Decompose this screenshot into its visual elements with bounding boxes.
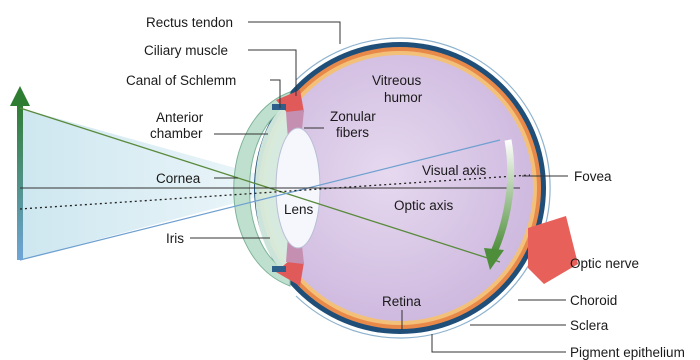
label-sclera: Sclera xyxy=(570,318,609,333)
label-optic-axis: Optic axis xyxy=(394,198,454,213)
label-lens: Lens xyxy=(284,202,314,217)
label-retina: Retina xyxy=(382,294,422,309)
label-fovea: Fovea xyxy=(574,169,612,184)
label-pigment-epithelium: Pigment epithelium xyxy=(570,345,685,360)
label-zonular: Zonular xyxy=(330,109,376,124)
label-vitreous: Vitreous xyxy=(372,73,422,88)
leader-pigment xyxy=(432,334,566,352)
label-canal-of-schlemm: Canal of Schlemm xyxy=(126,73,236,88)
label-fibers: fibers xyxy=(336,125,369,140)
leader-rectus xyxy=(248,22,340,44)
label-visual-axis: Visual axis xyxy=(422,163,487,178)
label-chamber: chamber xyxy=(150,126,203,141)
label-rectus-tendon: Rectus tendon xyxy=(146,15,233,30)
label-ciliary-muscle: Ciliary muscle xyxy=(144,43,228,58)
label-humor: humor xyxy=(384,90,423,105)
label-iris: Iris xyxy=(166,231,184,246)
label-choroid: Choroid xyxy=(570,293,617,308)
optic-nerve-shape xyxy=(528,216,578,284)
label-anterior: Anterior xyxy=(156,110,204,125)
label-optic-nerve: Optic nerve xyxy=(570,256,639,271)
label-cornea: Cornea xyxy=(156,171,201,186)
